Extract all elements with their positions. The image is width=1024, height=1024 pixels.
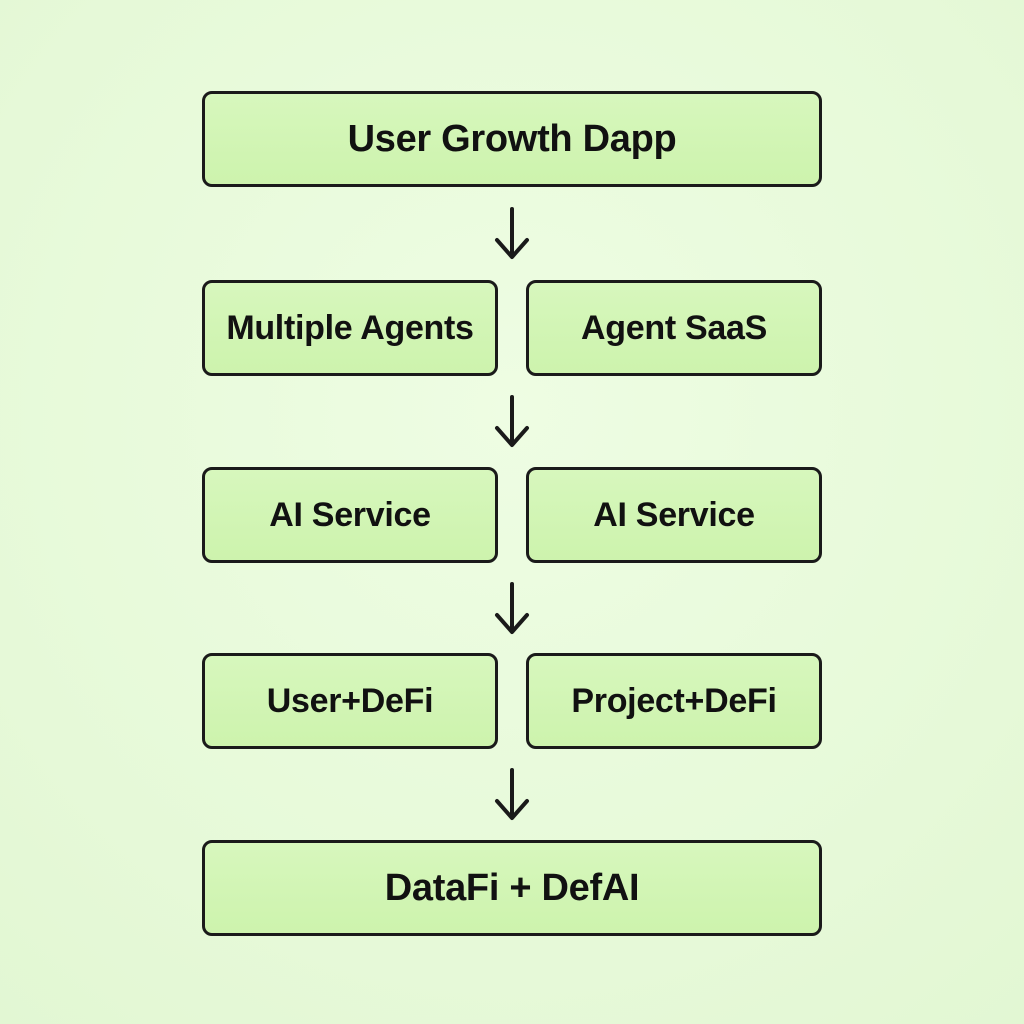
node-label: User+DeFi	[266, 681, 434, 720]
arrow-down-icon	[488, 394, 536, 450]
node-label: Multiple Agents	[226, 308, 474, 347]
node-label: AI Service	[593, 495, 755, 534]
node-multiple-agents: Multiple Agents	[202, 280, 498, 376]
node-label: AI Service	[269, 495, 431, 534]
node-project-defi: Project+DeFi	[526, 653, 822, 749]
node-ai-service-left: AI Service	[202, 467, 498, 563]
node-ai-service-right: AI Service	[526, 467, 822, 563]
arrow-down-icon	[488, 206, 536, 262]
arrow-down-icon	[488, 767, 536, 823]
node-label: Agent SaaS	[581, 308, 767, 347]
arrow-down-icon	[488, 581, 536, 637]
node-user-growth-dapp: User Growth Dapp	[202, 91, 822, 187]
node-user-defi: User+DeFi	[202, 653, 498, 749]
node-label: User Growth Dapp	[347, 117, 677, 160]
node-datafi-defai: DataFi + DefAI	[202, 840, 822, 936]
node-agent-saas: Agent SaaS	[526, 280, 822, 376]
node-label: DataFi + DefAI	[384, 866, 640, 909]
node-label: Project+DeFi	[571, 681, 777, 720]
